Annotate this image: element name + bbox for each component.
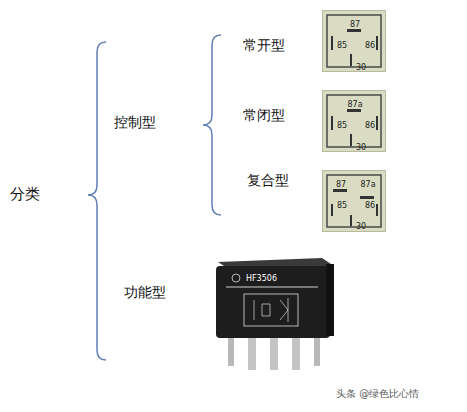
- pin-number: 87: [336, 180, 346, 189]
- curly-brace: [203, 35, 221, 215]
- relay-logo: [232, 274, 240, 282]
- relay-pin-diagram: 87 85 86 30: [322, 10, 386, 72]
- relay-schematic: [254, 298, 288, 322]
- pin-number: 30: [356, 63, 366, 72]
- category-label: 复合型: [247, 172, 289, 190]
- relay-pin: [248, 332, 256, 370]
- watermark: 头条 @绿色比心情: [336, 387, 419, 401]
- category-label: 控制型: [114, 114, 156, 132]
- pin-number: 85: [337, 121, 347, 130]
- pin-number: 85: [337, 41, 347, 50]
- pin-number: 86: [365, 121, 375, 130]
- model-number: HF3506: [246, 274, 277, 283]
- relay-pin: [292, 332, 300, 370]
- relay-print: [226, 286, 318, 288]
- relay-pin-diagram: 87 87a 85 86 30: [322, 170, 386, 232]
- pin-number: 86: [365, 201, 375, 210]
- category-label: 分类: [10, 185, 40, 204]
- pin-number: 87a: [347, 100, 362, 109]
- pin-number: 87: [350, 20, 360, 29]
- category-label: 常闭型: [243, 107, 285, 125]
- relay-body: [216, 266, 330, 338]
- category-label: 功能型: [124, 284, 166, 302]
- curly-brace: [88, 42, 106, 360]
- relay-side: [326, 264, 334, 336]
- relay-schematic: [244, 294, 298, 326]
- category-label: 常开型: [243, 37, 285, 55]
- pin-number: 87a: [360, 180, 375, 189]
- relay-pin: [314, 332, 320, 366]
- relay-pin-diagram: 87a 85 86 30: [322, 90, 386, 152]
- relay-top-face: [218, 258, 334, 270]
- pin-number: 30: [356, 222, 366, 231]
- pin-number: 30: [356, 143, 366, 152]
- pin-number: 85: [337, 201, 347, 210]
- relay-photo: [216, 258, 334, 370]
- relay-pin: [270, 332, 278, 370]
- pin-number: 86: [365, 41, 375, 50]
- relay-pin: [228, 332, 234, 366]
